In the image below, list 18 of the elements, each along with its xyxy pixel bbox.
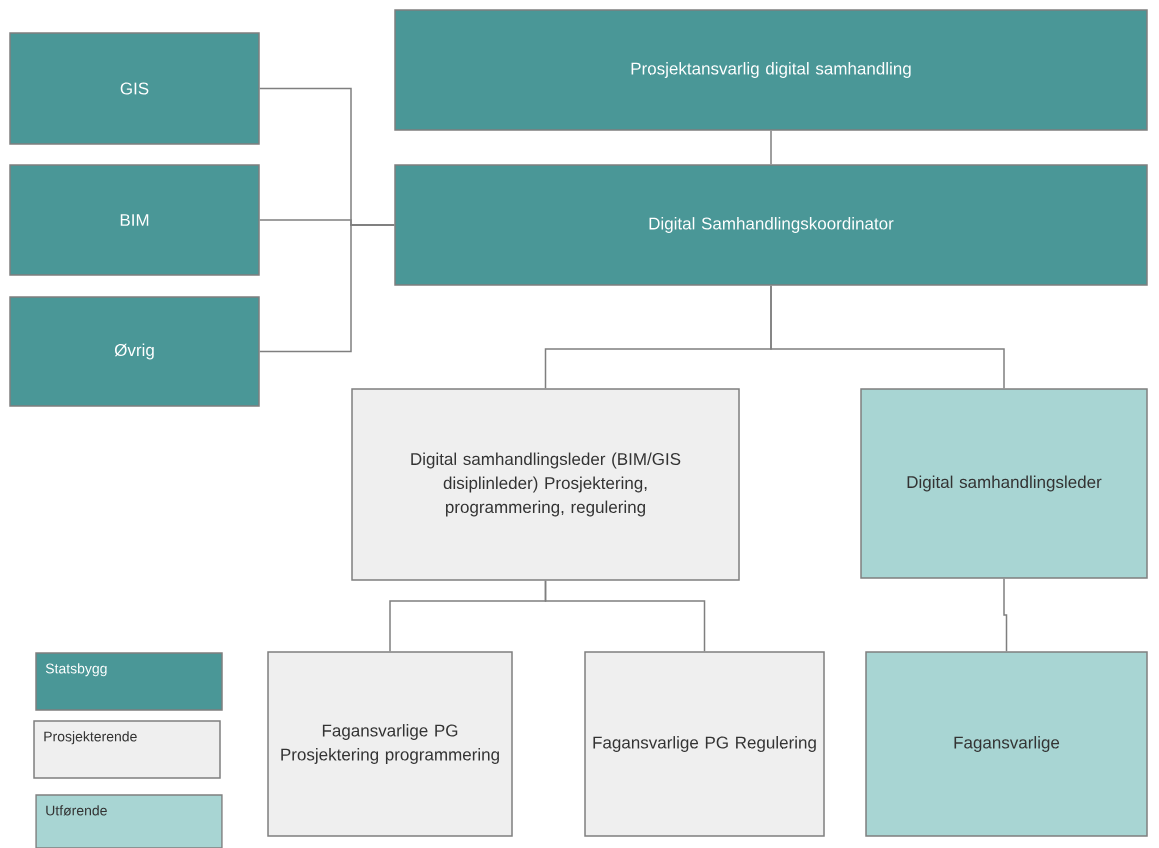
org-box: BIM	[9, 164, 260, 276]
connector-line	[259, 224, 395, 353]
connector-line	[1003, 578, 1008, 652]
legend-label: Prosjekterende	[44, 731, 137, 745]
org-box: Digital samhandlingsleder	[860, 388, 1148, 579]
connector-line	[770, 130, 772, 165]
org-box: Fagansvarlige PG Regulering	[584, 651, 825, 837]
legend-label: Utførende	[46, 805, 107, 816]
org-box: Prosjektansvarlig digital samhandling	[394, 9, 1148, 131]
connector-line	[770, 285, 1005, 389]
legend-label: Statsbygg	[45, 663, 107, 677]
org-box: Digital samhandlingsleder (BIM/GIS disiplinleder) Prosjektering, programmering, regulering	[351, 388, 740, 581]
org-box: Fagansvarlige PG Prosjektering programmering	[267, 651, 513, 837]
org-box: Øvrig	[9, 296, 260, 407]
org-box: GIS	[9, 32, 260, 145]
org-box: Digital Samhandlingskoordinator	[394, 164, 1148, 286]
org-box: Fagansvarlige	[865, 651, 1148, 837]
connector-line	[544, 580, 706, 652]
